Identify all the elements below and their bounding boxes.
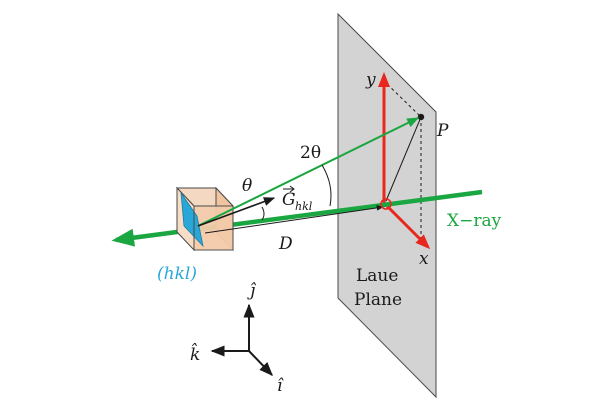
plane-origin-circle [380, 198, 392, 210]
g-hkl-vector [197, 197, 276, 227]
two-theta-arc [321, 164, 332, 207]
diffracted-beam [197, 117, 420, 227]
svg-text:hkl: hkl [295, 200, 313, 213]
unit-vector-triad [210, 303, 273, 377]
label-unit-i: î [277, 376, 284, 396]
label-hkl: (hkl) [157, 264, 197, 284]
label-unit-j: ĵ [247, 281, 257, 301]
svg-text:G: G [282, 190, 296, 210]
label-two-theta: 2θ [300, 143, 321, 163]
label-unit-k: k̂ [190, 343, 200, 365]
distance-vector [204, 205, 384, 234]
label-axis-y: y [365, 70, 376, 90]
hkl-plane [180, 191, 204, 248]
label-laue-line2: Plane [354, 290, 402, 310]
theta-arc [261, 206, 265, 221]
crystal [175, 186, 235, 252]
origin-to-p-line [385, 116, 422, 202]
label-theta: θ [242, 176, 252, 196]
label-distance: D [278, 234, 293, 254]
label-point-p: P [436, 121, 449, 141]
label-g-hkl: G hkl [282, 185, 313, 213]
label-axis-x: x [419, 249, 429, 269]
plane-axis-x [382, 201, 431, 250]
label-xray: X−ray [447, 211, 502, 231]
label-laue-line1: Laue [356, 266, 398, 286]
point-p [417, 113, 425, 121]
